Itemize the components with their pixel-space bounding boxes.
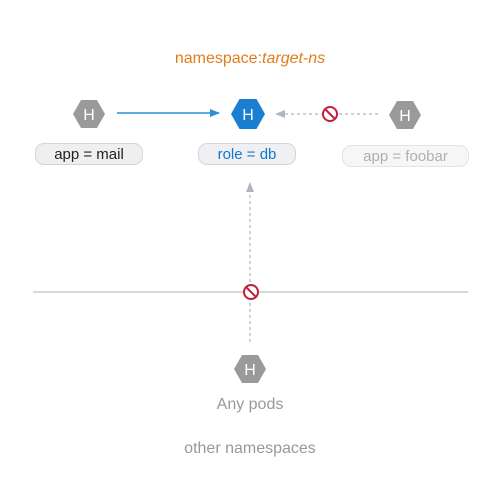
pod-foobar-hexagon-icon: H xyxy=(389,101,421,129)
namespace-name: target-ns xyxy=(262,50,326,67)
any-pods-label: Any pods xyxy=(216,396,284,413)
namespace-prefix: namespace: xyxy=(174,50,263,67)
pod-mail-hexagon-icon: H xyxy=(73,100,105,128)
pod-mail-letter: H xyxy=(83,107,95,124)
pod-db-hexagon-icon: H xyxy=(231,99,265,129)
pod-foobar-label: app = foobar xyxy=(342,145,469,167)
pod-mail-label: app = mail xyxy=(35,143,143,165)
deny-icon xyxy=(243,284,259,300)
pod-db-label: role = db xyxy=(198,143,296,165)
pod-any-letter: H xyxy=(244,362,256,379)
pod-db-letter: H xyxy=(242,107,254,124)
deny-icon xyxy=(322,106,338,122)
pod-any-hexagon-icon: H xyxy=(234,355,266,383)
pod-foobar-letter: H xyxy=(399,108,411,125)
other-namespaces-label: other namespaces xyxy=(184,440,316,457)
namespace-title: namespace:target-ns xyxy=(0,50,500,68)
